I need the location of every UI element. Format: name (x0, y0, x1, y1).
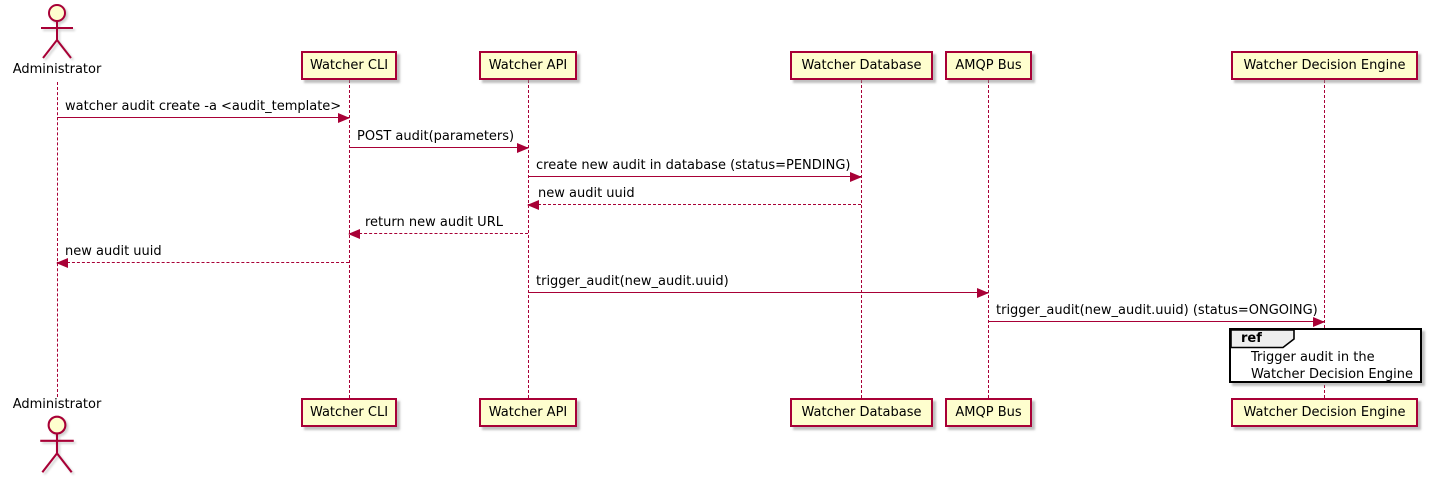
arrowhead-right-icon (977, 287, 989, 298)
participant-top-amqp-bus: AMQP Bus (945, 51, 1032, 80)
message-label-3: create new audit in database (status=PEN… (536, 158, 851, 173)
message-arrow-7 (528, 287, 989, 298)
ref-keyword: ref (1241, 331, 1262, 346)
ref-fragment: ref Trigger audit in the Watcher Decisio… (1229, 328, 1422, 383)
lifeline-watcher-cli (349, 80, 350, 398)
message-arrow-4 (527, 199, 861, 210)
actor-label-top: Administrator (12, 62, 102, 77)
message-label-8: trigger_audit(new_audit.uuid) (status=ON… (996, 303, 1318, 318)
participant-bottom-amqp-bus: AMQP Bus (945, 398, 1032, 427)
message-arrow-2 (349, 142, 529, 153)
participant-bottom-watcher-decision-engine: Watcher Decision Engine (1231, 398, 1418, 427)
lifeline-watcher-database (861, 80, 862, 398)
message-label-6: new audit uuid (65, 244, 162, 259)
ref-text-line-1: Trigger audit in the (1251, 350, 1375, 365)
message-arrow-8 (988, 316, 1325, 327)
message-arrow-3 (528, 171, 862, 182)
arrowhead-left-icon (56, 257, 68, 268)
lifeline-watcher-decision-engine (1324, 80, 1325, 398)
message-arrow-6 (56, 257, 349, 268)
arrowhead-right-icon (1313, 316, 1325, 327)
message-label-4: new audit uuid (538, 186, 635, 201)
participant-top-watcher-decision-engine: Watcher Decision Engine (1231, 51, 1418, 80)
participant-bottom-watcher-database: Watcher Database (790, 398, 933, 427)
lifeline-administrator (57, 82, 58, 397)
participant-bottom-watcher-api: Watcher API (479, 398, 577, 427)
participant-top-watcher-database: Watcher Database (790, 51, 933, 80)
ref-text-line-2: Watcher Decision Engine (1251, 367, 1413, 382)
administrator-actor-icon (40, 415, 74, 473)
participant-top-watcher-cli: Watcher CLI (301, 51, 397, 80)
message-arrow-5 (348, 228, 528, 239)
actor-label-bottom: Administrator (12, 397, 102, 412)
administrator-actor-icon (41, 4, 73, 59)
message-arrow-1 (57, 112, 350, 123)
message-label-5: return new audit URL (365, 215, 503, 230)
arrowhead-right-icon (850, 171, 862, 182)
arrowhead-right-icon (517, 142, 529, 153)
arrowhead-left-icon (527, 199, 539, 210)
arrowhead-left-icon (348, 228, 360, 239)
ref-tab-pentagon-icon (1230, 329, 1295, 349)
participant-bottom-watcher-cli: Watcher CLI (301, 398, 397, 427)
participant-top-watcher-api: Watcher API (479, 51, 577, 80)
lifeline-watcher-api (528, 80, 529, 398)
lifeline-amqp-bus (988, 80, 989, 398)
arrowhead-right-icon (338, 112, 350, 123)
message-label-7: trigger_audit(new_audit.uuid) (536, 274, 729, 289)
message-label-2: POST audit(parameters) (357, 129, 515, 144)
message-label-1: watcher audit create -a <audit_template> (65, 99, 342, 114)
